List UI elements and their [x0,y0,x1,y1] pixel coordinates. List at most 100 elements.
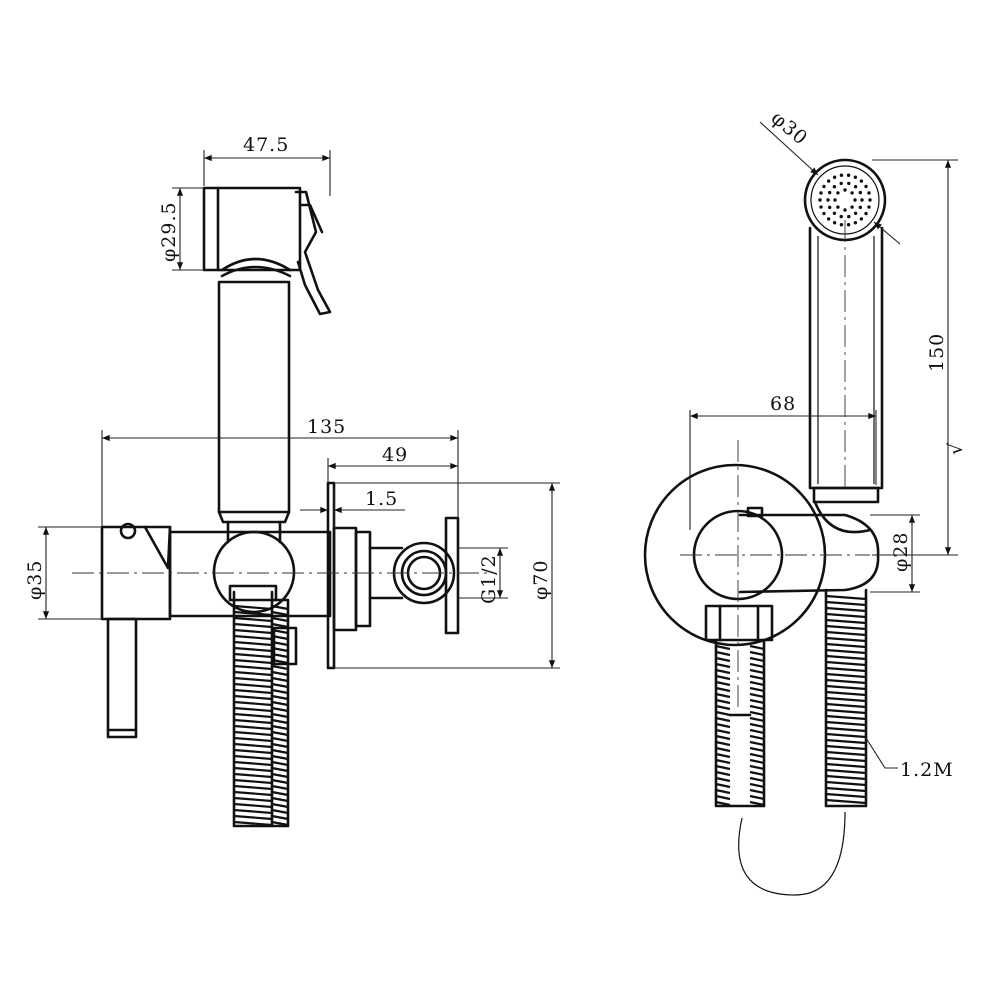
hose-ring [825,594,867,601]
dim-label-valve-diameter: φ35 [24,560,46,600]
hose-ring [271,766,289,773]
hose-ring [749,680,765,687]
hose-ring [825,600,867,607]
hose-ring [825,696,867,703]
hose-ring [825,702,867,709]
handset-body-front [808,226,884,504]
hose-ring [749,698,765,705]
dimension-47.5: 47.5 [203,134,331,196]
hose-ring [825,708,867,715]
spray-nozzle [832,221,837,225]
hose-ring [715,758,731,765]
hose-ring [825,636,867,643]
dimension-29.5: φ29.5 [158,187,204,271]
front-view: φ30 150 √ 68 φ28 1.2M [643,107,967,896]
spray-nozzle [860,198,864,202]
dim-label-holder-offset: 68 [770,393,796,415]
hose-ring [271,694,289,701]
spray-nozzle [832,211,837,215]
hose-ring [271,754,289,761]
spray-nozzle [846,173,851,177]
hose-ring [233,646,273,653]
hose-ring [271,784,289,791]
hose-ring [271,664,289,671]
hose-ring [749,728,765,735]
hose-ring [271,796,289,803]
dim-label-spray-face-diameter: φ30 [767,107,812,150]
spray-nozzle [847,181,851,186]
hose-ring [825,684,867,691]
hose-ring [271,724,289,731]
spray-nozzle [819,191,823,195]
hose-ring [715,698,731,705]
hose-ring [715,650,731,657]
hose-ring [271,628,289,635]
hose-ring [749,800,765,807]
hose-ring [825,774,867,781]
hose-ring [271,634,289,641]
hose-ring [271,670,289,677]
hose-ring [233,796,273,803]
hose-ring [825,726,867,733]
hose-ring [715,794,731,801]
spray-nozzle [832,175,837,179]
hose-ring [233,622,273,629]
hose-ring [233,754,273,761]
hose-ring [271,730,289,737]
hose-ring [233,820,273,827]
hose-ring [271,700,289,707]
dim-label-plate-thickness: 1.5 [365,488,398,510]
spray-nozzle [868,198,872,202]
hose-ring [233,676,273,683]
dimension-150: 150 √ [872,159,967,556]
hose-ring [825,744,867,751]
dim-label-tick-mark: √ [945,442,967,455]
hose-rings [715,594,867,807]
dimension-49: 49 [327,444,458,483]
hose-ring [715,644,731,651]
hose-ring [749,752,765,759]
spray-nozzle [822,211,826,216]
hose-ring [825,732,867,739]
hose-ring [715,680,731,687]
hose-ring [233,610,273,617]
hose-ring [233,604,273,611]
hose-ring [825,666,867,673]
side-view: 47.5 φ29.5 135 49 1.5 [24,134,560,828]
dimension-35: φ35 [24,526,102,620]
hose-ring [749,668,765,675]
dim-label-plate-diameter: φ70 [530,560,552,600]
hose-ring [749,686,765,693]
hose-ring [233,742,273,749]
hose-ring [825,714,867,721]
hose-ring [233,814,273,821]
hose-ring [825,756,867,763]
hose-ring [233,628,273,635]
spray-nozzle [858,190,863,195]
spray-nozzle [853,198,857,202]
hose-ring [271,682,289,689]
valve-body [100,520,332,739]
dim-label-total-depth: 135 [307,416,346,438]
hose-ring [825,648,867,655]
hose-ring [749,740,765,747]
hose-ring [715,722,731,729]
spray-nozzle [864,211,868,216]
hose-ring [715,674,731,681]
spray-nozzle [836,191,840,195]
spray-nozzle [836,205,840,209]
hose-ring [233,778,273,785]
hose-ring [715,800,731,807]
hose-ring [233,718,273,725]
hose-ring [271,676,289,683]
hose-ring [749,764,765,771]
dimension-30: φ30 [759,107,901,245]
hose-front [714,588,868,896]
hose-ring [749,776,765,783]
dim-label-wall-projection: 49 [382,444,408,466]
hose-ring [233,712,273,719]
hose-ring [233,640,273,647]
spray-nozzle [826,217,831,221]
spray-nozzle [858,205,863,210]
handset-head [202,186,332,316]
